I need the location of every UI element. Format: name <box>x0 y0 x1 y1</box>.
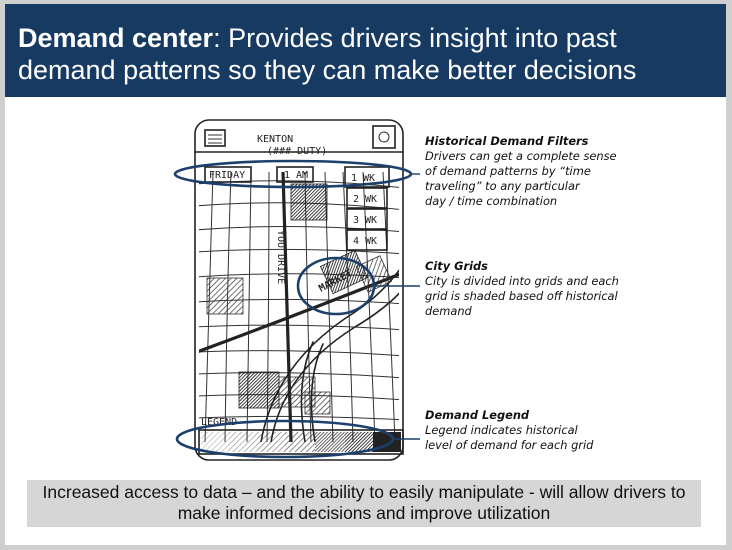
grids-body: City is divided into grids and each grid… <box>425 274 619 318</box>
filter-time[interactable]: 1 AM <box>276 166 314 183</box>
menu-icon[interactable] <box>204 129 226 147</box>
grids-annotation: City Grids City is divided into grids an… <box>425 259 655 319</box>
legend-swatch <box>229 432 257 452</box>
summary-text: Increased access to data – and the abili… <box>42 482 686 523</box>
legend-swatch <box>257 432 285 452</box>
slide-header: Demand center: Provides drivers insight … <box>5 4 726 97</box>
street-label: YOU DRIVE <box>275 230 286 284</box>
week-option-label: 1 WK <box>351 173 375 184</box>
week-option[interactable] <box>344 166 390 188</box>
week-option[interactable] <box>346 187 388 209</box>
week-option-label: 3 WK <box>353 215 377 226</box>
week-option[interactable] <box>346 208 388 230</box>
grids-heading: City Grids <box>425 259 488 273</box>
week-option-label: 2 WK <box>353 194 377 205</box>
filters-heading: Historical Demand Filters <box>425 134 589 148</box>
slide: Demand center: Provides drivers insight … <box>5 4 726 545</box>
legend-swatch <box>315 432 345 452</box>
title-rest: : Provides drivers insight into past dem… <box>18 23 637 85</box>
filter-day[interactable]: FRIDAY <box>204 166 252 183</box>
legend-body: Legend indicates historical level of dem… <box>425 423 594 452</box>
settings-icon[interactable] <box>372 125 396 149</box>
demand-cell[interactable] <box>206 277 244 315</box>
slide-title: Demand center: Provides drivers insight … <box>18 22 708 86</box>
filters-body: Drivers can get a complete sense of dema… <box>425 149 617 208</box>
legend-swatch <box>201 432 229 452</box>
city-map: YOU DRIVE MARKET <box>199 171 399 442</box>
filter-time-label: 1 AM <box>284 170 308 181</box>
curved-road-2 <box>270 292 399 442</box>
phone-sketch: KENTON (### DUTY) <box>173 119 420 461</box>
demand-legend <box>198 429 404 455</box>
week-dropdown[interactable]: 1 WK 2 WK 3 WK 4 WK <box>344 166 390 251</box>
phone-frame <box>194 119 404 461</box>
demand-cell[interactable] <box>304 391 331 415</box>
city-subtitle: (### DUTY) <box>267 146 327 157</box>
filter-day-label: FRIDAY <box>209 170 245 181</box>
title-bold: Demand center <box>18 23 214 53</box>
legend-heading: Demand Legend <box>425 408 530 422</box>
city-name: KENTON <box>257 134 293 145</box>
summary-callout: Increased access to data – and the abili… <box>27 480 701 527</box>
legend-title: LEGEND <box>201 417 237 428</box>
week-option[interactable] <box>346 229 388 251</box>
week-option-label: 4 WK <box>353 236 377 247</box>
legend-swatch <box>345 432 373 452</box>
demand-cell[interactable] <box>238 371 280 409</box>
filters-annotation: Historical Demand Filters Drivers can ge… <box>425 134 655 209</box>
legend-swatch <box>285 432 315 452</box>
demand-cell[interactable] <box>290 183 328 221</box>
legend-annotation: Demand Legend Legend indicates historica… <box>425 408 655 453</box>
